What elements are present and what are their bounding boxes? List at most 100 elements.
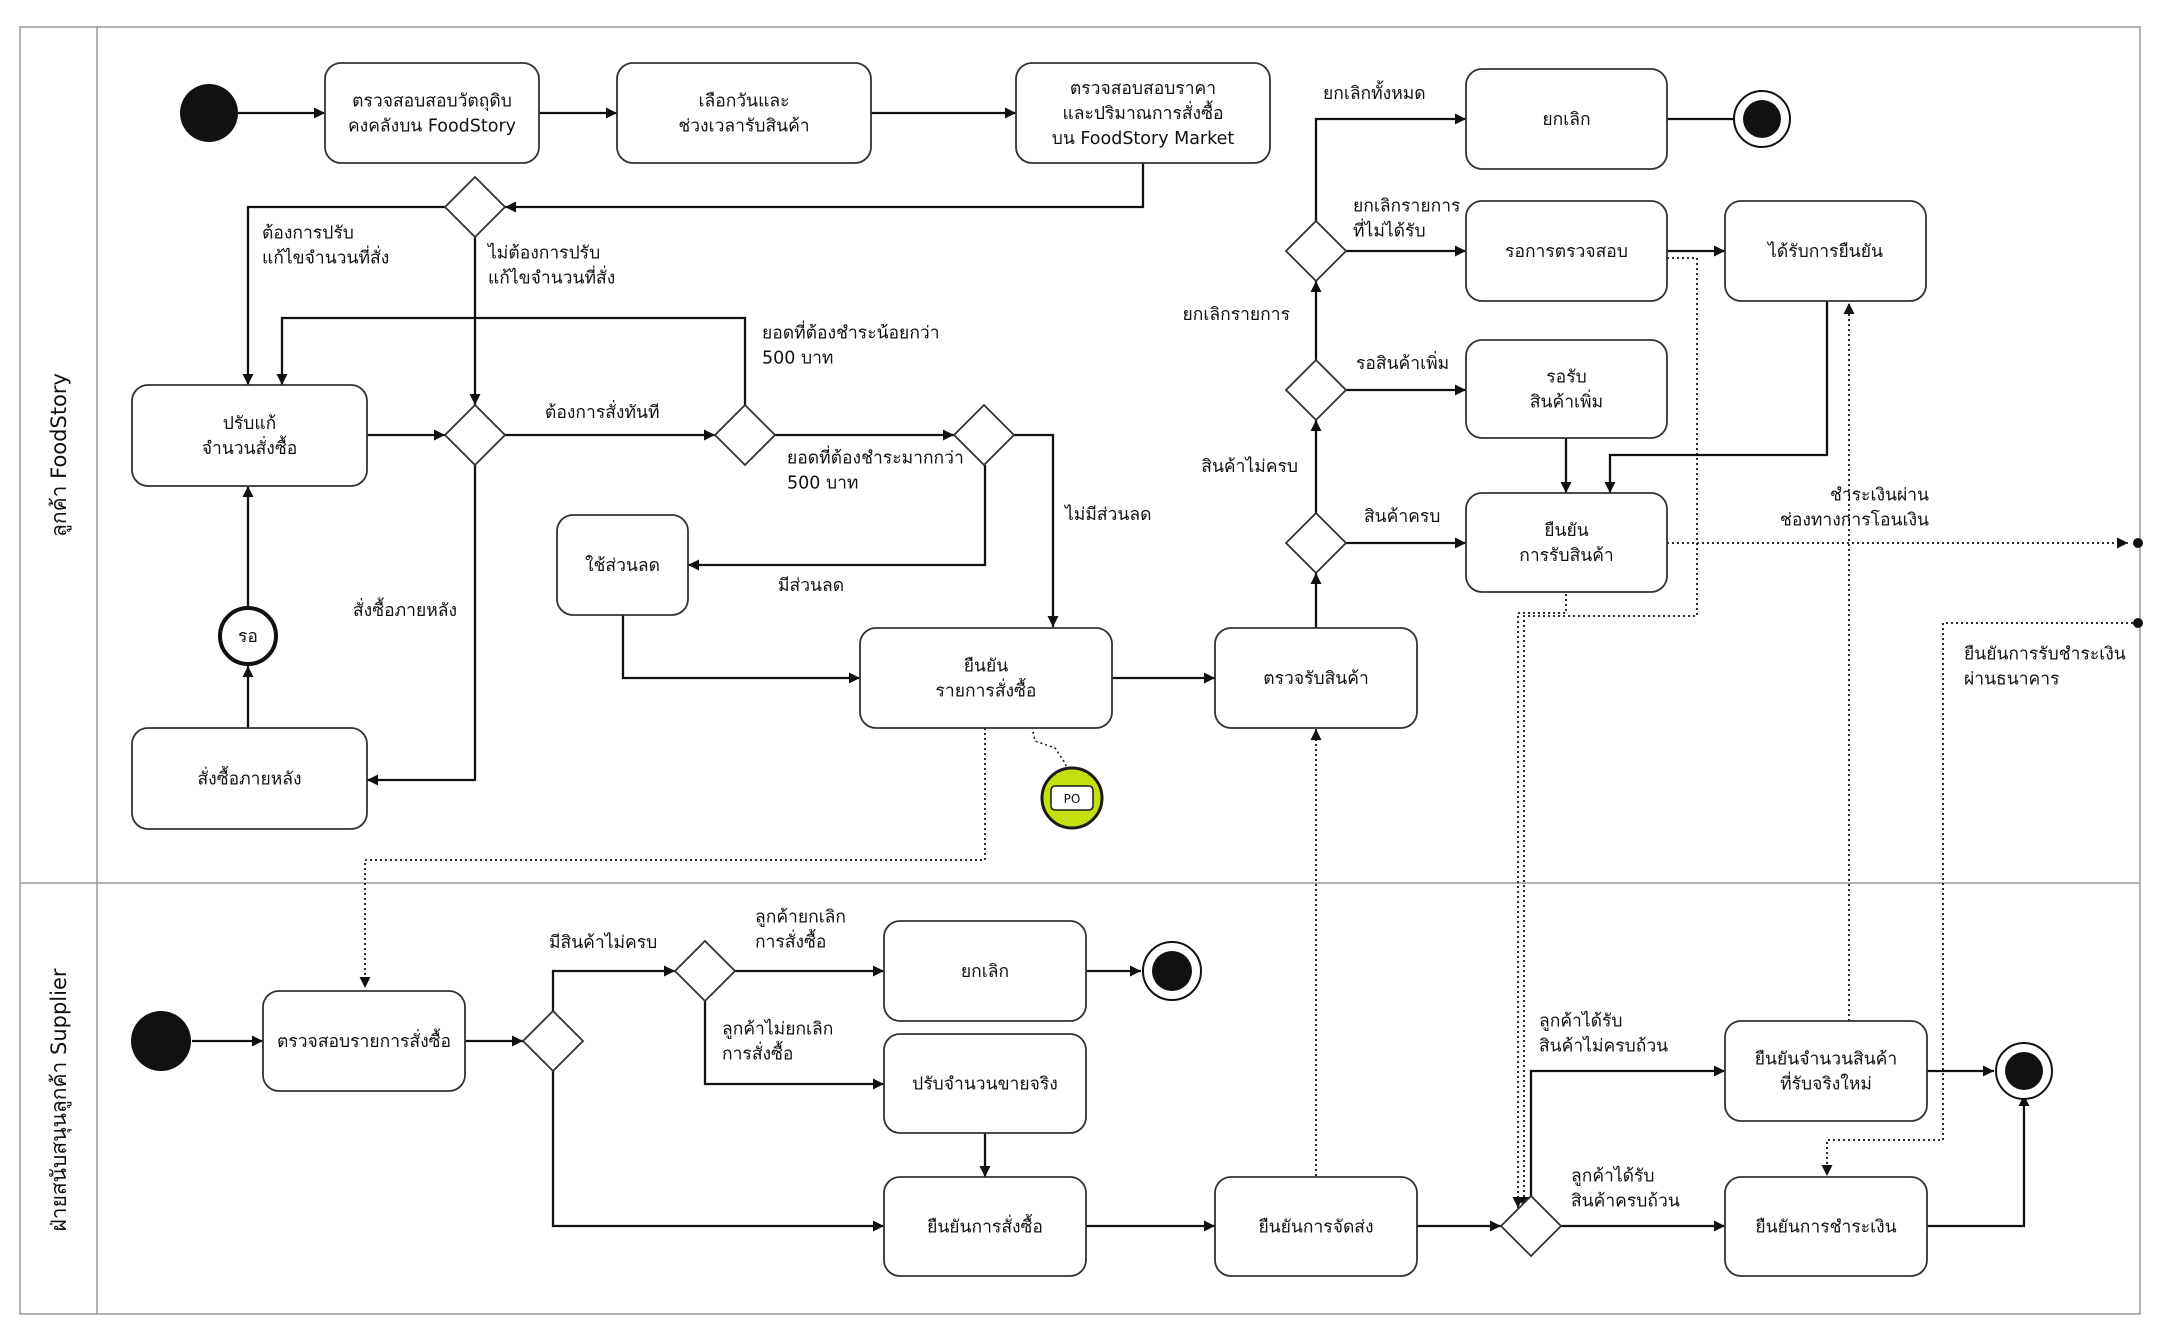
- order-now-label-line: ต้องการสั่งทันที: [545, 400, 660, 423]
- check-stock-activity: ตรวจสอบสอบวัตถุดิบคงคลังบน FoodStory: [324, 62, 540, 164]
- incomplete-label-line: สินค้าไม่ครบ: [1201, 456, 1298, 477]
- confirm-new-qty-activity-label-line: ที่รับจริงใหม่: [1780, 1072, 1872, 1095]
- adjust-qty-activity: ปรับแก้จำนวนสั่งซื้อ: [131, 384, 368, 487]
- edge-discount-to-confirm: [621, 615, 860, 684]
- await-more-activity: รอรับสินค้าเพิ่ม: [1465, 339, 1668, 439]
- cust-no-cancel-label-line: ลูกค้าไม่ยกเลิก: [722, 1019, 833, 1040]
- await-more-activity-label-line: รอรับ: [1546, 368, 1586, 388]
- confirm-order-activity-label: ยืนยันการสั่งซื้อ: [927, 1214, 1043, 1238]
- confirm-delivery-activity-label: ยืนยันการจัดส่ง: [1258, 1218, 1373, 1238]
- inspect-goods-activity-label: ตรวจรับสินค้า: [1263, 669, 1369, 689]
- check-stock-activity-label-line: คงคลังบน FoodStory: [348, 117, 516, 137]
- po-label-line: PO: [1064, 792, 1081, 806]
- edge-receipt-to-decision: [1512, 589, 1567, 1208]
- adjust-qty-activity-label-line: ปรับแก้: [223, 414, 277, 434]
- edge-order-later: [367, 465, 477, 786]
- use-discount-activity: ใช้ส่วนลด: [556, 514, 689, 616]
- edge-stock-short: [551, 965, 675, 1011]
- await-more-activity-label-line: สินค้าเพิ่ม: [1530, 390, 1603, 413]
- confirm-receipt-activity-label: ยืนยันการรับสินค้า: [1519, 521, 1614, 566]
- await-inspection-activity: รอการตรวจสอบ: [1465, 200, 1668, 302]
- decision-discount: [952, 403, 1016, 467]
- less-500-label-line: ยอดที่ต้องชำระน้อยกว่า: [762, 321, 940, 344]
- adjust-qty-activity-label: ปรับแก้จำนวนสั่งซื้อ: [202, 414, 297, 459]
- no-discount-label: ไม่มีส่วนลด: [1063, 504, 1151, 525]
- confirm-payment-activity-label: ยืนยันการชำระเงิน: [1755, 1218, 1896, 1238]
- cancel-bottom-activity-label: ยกเลิก: [961, 962, 1009, 982]
- wait-node: [218, 606, 278, 666]
- cust-cancel-label-line: ลูกค้ายกเลิก: [755, 908, 846, 928]
- need-adjust-label-line: แก้ไขจำนวนที่สั่ง: [262, 246, 389, 269]
- pay-transfer-label-line: ช่องทางการโอนเงิน: [1780, 510, 1929, 531]
- wait-label: รอ: [238, 627, 258, 647]
- connector-endpoint: [2133, 618, 2143, 628]
- incomplete-label: สินค้าไม่ครบ: [1201, 456, 1298, 477]
- has-discount-label-line: มีส่วนลด: [778, 576, 844, 596]
- po-label: PO: [1064, 792, 1081, 806]
- cust-no-cancel-label: ลูกค้าไม่ยกเลิกการสั่งซื้อ: [722, 1019, 833, 1065]
- edge-bank-confirm: [1821, 622, 2138, 1176]
- adjust-sale-activity-label-line: ปรับจำนวนขายจริง: [912, 1075, 1058, 1095]
- activities: ตรวจสอบสอบวัตถุดิบคงคลังบน FoodStoryเลือ…: [131, 62, 1928, 1277]
- cancel-all-label: ยกเลิกทั้งหมด: [1323, 80, 1426, 104]
- edge-confirm-order-to-supplier: [359, 728, 986, 988]
- decision-await: [1284, 358, 1348, 422]
- cancel-unreceived-label: ยกเลิกรายการที่ไม่ได้รับ: [1353, 197, 1460, 242]
- check-price-activity-label-line: บน FoodStory Market: [1052, 129, 1235, 149]
- cancel-top-activity-label-line: ยกเลิก: [1542, 110, 1590, 130]
- cust-cancel-label: ลูกค้ายกเลิกการสั่งซื้อ: [755, 908, 846, 953]
- edge-labels: ต้องการปรับแก้ไขจำนวนที่สั่งไม่ต้องการปร…: [262, 80, 2126, 1212]
- confirm-order-list-activity: ยืนยันรายการสั่งซื้อ: [859, 627, 1113, 729]
- decision-stock: [521, 1009, 585, 1073]
- pseudo-nodes: [131, 84, 2143, 1100]
- use-discount-activity-label: ใช้ส่วนลด: [585, 555, 660, 576]
- check-price-activity: ตรวจสอบสอบราคาและปริมาณการสั่งซื้อบน Foo…: [1015, 62, 1271, 164]
- no-adjust-label-line: แก้ไขจำนวนที่สั่ง: [488, 266, 615, 289]
- decision-complete: [1284, 511, 1348, 575]
- complete-label-line: สินค้าครบ: [1364, 507, 1440, 527]
- inspect-goods-activity-label-line: ตรวจรับสินค้า: [1263, 669, 1369, 689]
- confirm-receipt-activity: ยืนยันการรับสินค้า: [1465, 492, 1668, 593]
- cancel-items-label: ยกเลิกรายการ: [1183, 305, 1290, 325]
- more-500-label-line: 500 บาท: [787, 474, 858, 494]
- dotted-edges: [359, 257, 2138, 1208]
- final-node: [1733, 90, 1791, 148]
- decision-adjust: [443, 175, 507, 239]
- await-more-lbl-label: รอสินค้าเพิ่ม: [1356, 351, 1449, 374]
- adjust-sale-activity: ปรับจำนวนขายจริง: [883, 1033, 1087, 1134]
- decision-customer-cancel: [673, 939, 737, 1003]
- use-discount-activity-label-line: ใช้ส่วนลด: [585, 555, 660, 576]
- final-node: [1142, 941, 1202, 1001]
- po-object: [1040, 766, 1104, 830]
- await-inspection-activity-label: รอการตรวจสอบ: [1505, 242, 1628, 262]
- pay-transfer-label-line: ชำระเงินผ่าน: [1830, 486, 1929, 506]
- cancel-all-label-line: ยกเลิกทั้งหมด: [1323, 80, 1426, 104]
- await-more-activity-label: รอรับสินค้าเพิ่ม: [1530, 368, 1603, 413]
- check-price-activity-label-line: และปริมาณการสั่งซื้อ: [1063, 100, 1224, 124]
- confirm-new-qty-activity-label-line: ยืนยันจำนวนสินค้า: [1755, 1050, 1897, 1070]
- need-adjust-label: ต้องการปรับแก้ไขจำนวนที่สั่ง: [262, 224, 389, 269]
- check-stock-activity-label-line: ตรวจสอบสอบวัตถุดิบ: [352, 92, 512, 112]
- lane-customer-title: ลูกค้า FoodStory: [47, 373, 72, 537]
- stock-short-label-line: มีสินค้าไม่ครบ: [549, 932, 657, 953]
- cancel-bottom-activity-label-line: ยกเลิก: [961, 962, 1009, 982]
- await-more-lbl-label-line: รอสินค้าเพิ่ม: [1356, 351, 1449, 374]
- stock-short-label: มีสินค้าไม่ครบ: [549, 932, 657, 953]
- check-price-activity-label-line: ตรวจสอบสอบราคา: [1070, 79, 1216, 99]
- adjust-sale-activity-label: ปรับจำนวนขายจริง: [912, 1075, 1058, 1095]
- confirm-new-qty-activity-label: ยืนยันจำนวนสินค้าที่รับจริงใหม่: [1755, 1050, 1897, 1095]
- more-500-label-line: ยอดที่ต้องชำระมากกว่า: [787, 446, 964, 469]
- recv-incomplete-label-line: สินค้าไม่ครบถ้วน: [1539, 1036, 1668, 1057]
- order-now-label: ต้องการสั่งทันที: [545, 400, 660, 423]
- confirm-delivery-activity-label-line: ยืนยันการจัดส่ง: [1258, 1218, 1373, 1238]
- edge-cust-no-cancel: [703, 1001, 884, 1090]
- cancel-bottom-activity: ยกเลิก: [883, 920, 1087, 1022]
- less-500-label-line: 500 บาท: [762, 349, 833, 369]
- bank-confirm-label-line: ยืนยันการรับชำระเงิน: [1964, 645, 2126, 665]
- confirm-order-activity-label-line: ยืนยันการสั่งซื้อ: [927, 1214, 1043, 1238]
- order-later-activity-label-line: สั่งซื้อภายหลัง: [197, 766, 301, 790]
- confirm-receipt-activity-label-line: ยืนยัน: [1544, 521, 1588, 541]
- review-order-activity: ตรวจสอบรายการสั่งซื้อ: [262, 990, 466, 1092]
- confirmed-activity-label-line: ได้รับการยืนยัน: [1766, 241, 1883, 262]
- confirm-order-list-activity-label-line: รายการสั่งซื้อ: [936, 678, 1037, 702]
